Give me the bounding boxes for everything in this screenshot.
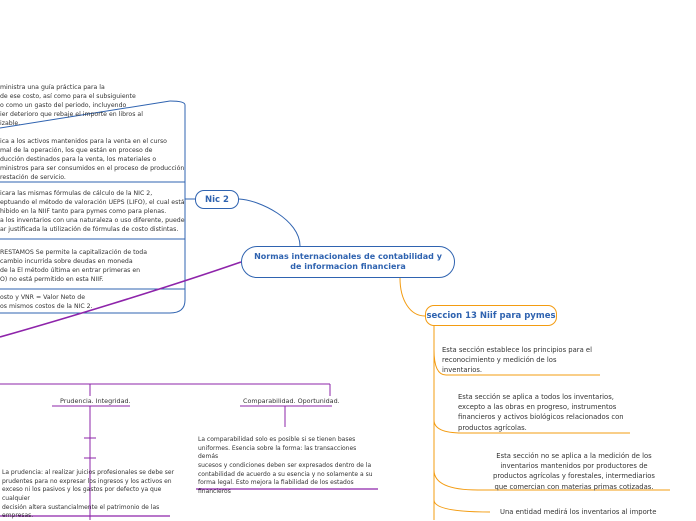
nic2-topic-2[interactable]: ica a los activos mantenidos para la ven… [0, 138, 185, 181]
principle-prudencia-label[interactable]: Prudencia. Integridad. [60, 397, 131, 405]
branch-nic2[interactable]: Nic 2 [195, 190, 239, 209]
connector-central-nic2 [238, 198, 301, 247]
branch-nic2-label: Nic 2 [205, 194, 229, 205]
branch-seccion13-label: seccion 13 Niif para pymes [426, 310, 556, 321]
connector-central-s13 [399, 277, 426, 317]
connector-s13-t4 [433, 499, 491, 513]
connector-s13-t2 [433, 419, 463, 434]
branch-seccion13[interactable]: seccion 13 Niif para pymes [425, 305, 557, 326]
nic2-topic-5[interactable]: osto y VNR = Valor Neto de os mismos cos… [0, 294, 93, 310]
central-topic-label: Normas internacionales de contabilidad y… [254, 252, 442, 271]
connector-nic2-topic1 [169, 100, 186, 106]
connector-central-purple [0, 261, 242, 338]
principle-comparabilidad-text[interactable]: La comparabilidad solo es posible si se … [198, 436, 373, 496]
nic2-topic-4[interactable]: RESTAMOS Se permite la capitalización de… [0, 249, 148, 283]
seccion13-topic-2[interactable]: Esta sección se aplica a todos los inven… [458, 393, 624, 432]
connector-nic2-topic5 [169, 299, 186, 314]
seccion13-topic-4[interactable]: Una entidad medirá los inventarios al im… [500, 508, 657, 516]
connector-s13-t3 [433, 469, 479, 491]
nic2-topic-1[interactable]: ministra una guía práctica para la de es… [0, 84, 143, 127]
underline-nic2-topic1 [0, 100, 171, 129]
central-topic[interactable]: Normas internacionales de contabilidad y… [241, 246, 455, 278]
principle-prudencia-text[interactable]: La prudencia: al realizar juicios profes… [2, 469, 175, 520]
principle-comparabilidad-label[interactable]: Comparabilidad. Oportunidad. [243, 397, 340, 405]
nic2-topic-3[interactable]: icara las mismas fórmulas de cálculo de … [0, 190, 185, 233]
seccion13-topic-3[interactable]: Esta sección no se aplica a la medición … [493, 452, 655, 491]
seccion13-topic-1[interactable]: Esta sección establece los principios pa… [442, 346, 592, 375]
connector-s13-t1 [433, 349, 447, 376]
